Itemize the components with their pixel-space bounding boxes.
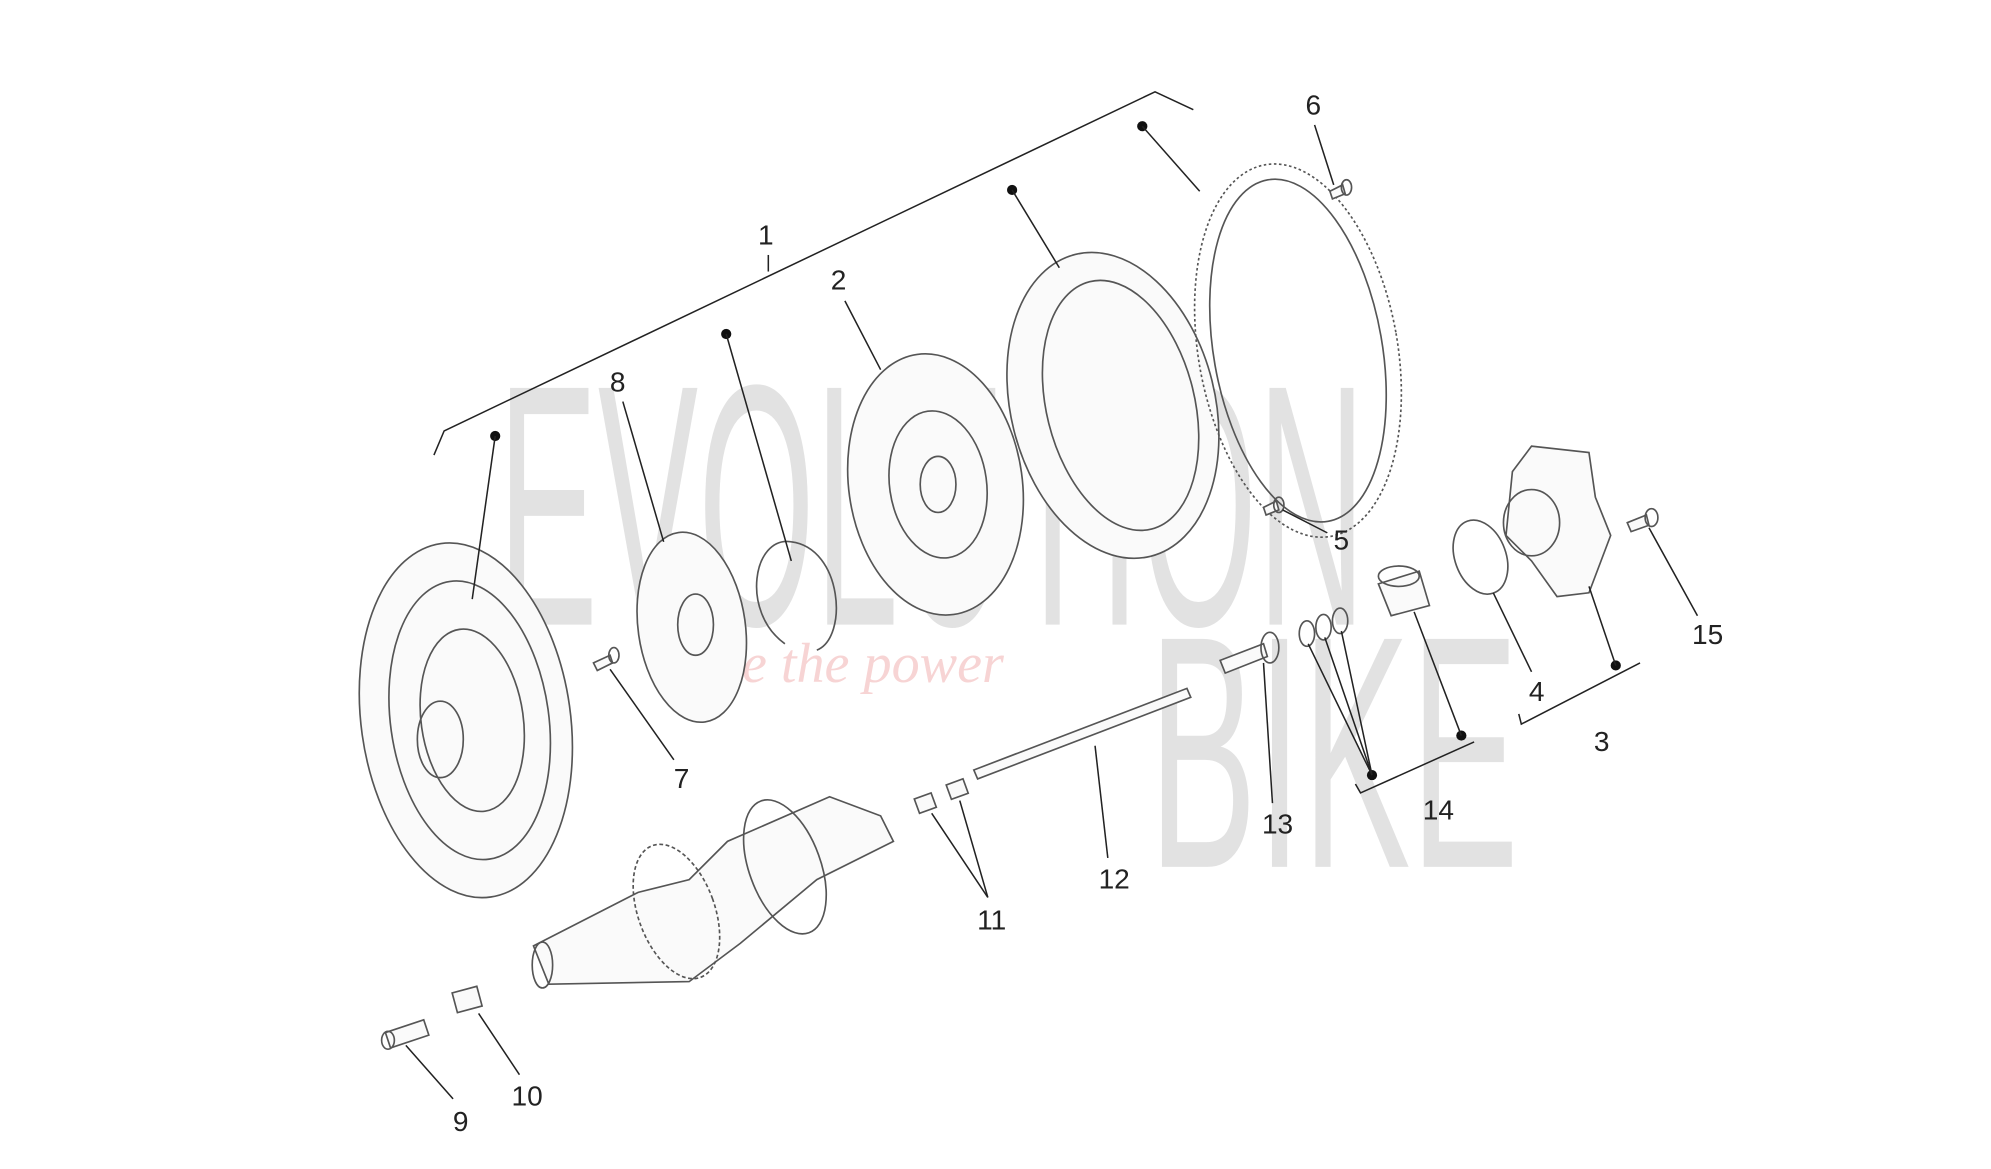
pressure-plate [1006, 251, 1220, 560]
label-14: 14 [1423, 795, 1454, 826]
washers [1298, 607, 1349, 648]
clutch-shaft [531, 795, 895, 989]
label-5: 5 [1334, 524, 1350, 555]
label-13: 13 [1262, 809, 1293, 840]
clutch-disc [846, 353, 1025, 616]
diaphragm-plate [636, 531, 748, 724]
flywheel-cover [358, 542, 574, 899]
ring-gear [1193, 163, 1403, 539]
small-bushings [913, 777, 970, 815]
label-9: 9 [453, 1106, 469, 1137]
leader-lines [405, 121, 1699, 1100]
label-7: 7 [674, 763, 690, 794]
watermark-bike: BIKE [1149, 568, 1519, 938]
label-15: 15 [1692, 619, 1723, 650]
callout-labels: 1 2 3 4 5 6 7 8 9 10 11 12 13 14 15 [453, 90, 1723, 1137]
label-2: 2 [831, 264, 847, 295]
label-3: 3 [1594, 726, 1610, 757]
bushing [1377, 565, 1431, 617]
circlip [755, 540, 838, 651]
label-1: 1 [758, 220, 774, 251]
pushrod [972, 687, 1192, 780]
label-12: 12 [1099, 864, 1130, 895]
roller [451, 985, 484, 1014]
assembly-bracket-1 [433, 90, 1194, 456]
label-8: 8 [610, 366, 626, 397]
pushrod-piston [1219, 631, 1280, 675]
slave-cylinder [1502, 445, 1612, 598]
label-10: 10 [511, 1080, 542, 1111]
label-4: 4 [1529, 676, 1545, 707]
screws [592, 178, 1659, 672]
label-6: 6 [1305, 90, 1321, 121]
label-11: 11 [977, 904, 1006, 935]
pin [380, 1018, 430, 1050]
